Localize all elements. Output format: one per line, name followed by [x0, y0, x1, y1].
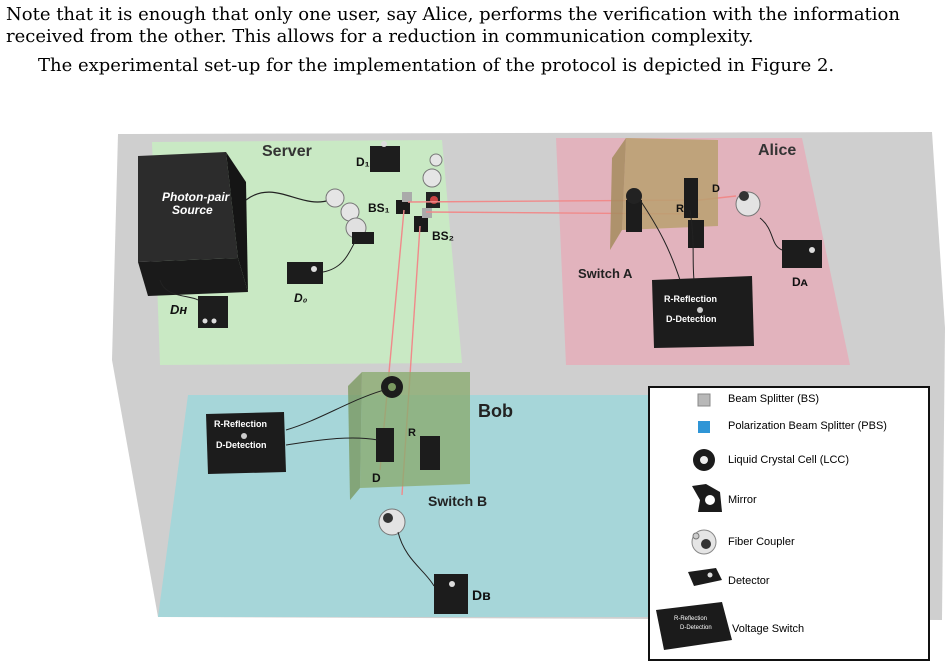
- polarization-beam-splitter-icon: [698, 421, 710, 433]
- bob-switch-cable-2: [285, 437, 379, 446]
- alice-label: Alice: [758, 142, 796, 159]
- server-detector-d1: D₁: [356, 141, 400, 172]
- photon-pair-source: Photon-pair Source: [138, 152, 248, 296]
- beam-splitter-bs2: BS₂: [414, 208, 454, 243]
- da-label: Dᴀ: [792, 275, 809, 289]
- dh-fiber: [159, 279, 199, 301]
- switch-b-label: Switch B: [428, 493, 487, 509]
- alice-switch-line2: D-Detection: [666, 314, 717, 324]
- switch-a-label: Switch A: [578, 266, 633, 281]
- legend-label-voltage-switch: Voltage Switch: [732, 623, 805, 635]
- legend-switch-line2: D-Detection: [680, 625, 712, 631]
- dh-label: Dʜ: [170, 302, 187, 317]
- legend-label-lcc: Liquid Crystal Cell (LCC): [728, 454, 850, 466]
- bob-r-label: R: [408, 427, 416, 439]
- legend-switch-line1: R-Reflection: [674, 616, 707, 622]
- bs1-label: BS₁: [368, 201, 390, 215]
- db-label: Dʙ: [472, 587, 491, 603]
- bob-detector-db: Dʙ: [434, 574, 491, 614]
- legend-icons: R-Reflection D-Detection: [656, 393, 732, 650]
- server-detector-d0: D₀: [287, 262, 323, 305]
- alice-r-label: R: [676, 203, 684, 215]
- source-label-line1: Photon-pair: [162, 190, 231, 204]
- beam-splitter-bs1: BS₁: [368, 192, 412, 215]
- legend-label-mirror: Mirror: [728, 494, 757, 506]
- legend-label-fiber-coupler: Fiber Coupler: [728, 536, 795, 548]
- d1-label: D₁: [356, 155, 370, 169]
- alice-d-arrow-label: D: [712, 183, 720, 195]
- legend-label-detector: Detector: [728, 575, 770, 587]
- paragraph-line-2: received from the other. This allows for…: [6, 26, 754, 47]
- alice-switch-cable-1: [639, 199, 681, 281]
- legend-label-pbs: Polarization Beam Splitter (PBS): [728, 420, 887, 432]
- alice-components: D R: [626, 178, 761, 248]
- alice-switch-line1: R-Reflection: [664, 294, 717, 304]
- bob-d-arrow-label: D: [372, 471, 381, 485]
- db-fiber: [397, 531, 435, 587]
- d0-fiber: [322, 239, 357, 273]
- alice-detector-da: Dᴀ: [782, 240, 822, 289]
- server-label: Server: [262, 143, 312, 160]
- bob-label: Bob: [478, 401, 513, 421]
- liquid-crystal-cell-icon: [693, 449, 715, 471]
- bob-components: D R: [372, 376, 440, 536]
- beam-splitter-icon: [697, 393, 711, 407]
- server-mirror: [426, 192, 440, 208]
- d0-label: D₀: [294, 291, 308, 305]
- detector-icon: [688, 568, 722, 586]
- fiber-coupler-icon: [691, 529, 717, 555]
- server-fiber-couplers: [325, 153, 443, 244]
- da-fiber: [759, 217, 783, 251]
- bs2-label: BS₂: [432, 229, 454, 243]
- mirror-icon: [692, 484, 722, 512]
- paragraph-line-3: The experimental set-up for the implemen…: [38, 55, 835, 76]
- voltage-switch-icon: R-Reflection D-Detection: [656, 602, 732, 650]
- bob-switch-line2: D-Detection: [216, 440, 267, 450]
- bob-switch-cable-1: [285, 389, 385, 431]
- bob-voltage-switch: R-Reflection D-Detection: [206, 412, 286, 474]
- alice-switch-cable-2: [689, 209, 695, 281]
- source-label-line2: Source: [172, 203, 213, 217]
- figure-legend: R-Reflection D-Detection Beam Splitter (…: [648, 386, 930, 661]
- paragraph-line-1: Note that it is enough that only one use…: [6, 4, 900, 25]
- alice-voltage-switch: R-Reflection D-Detection: [652, 276, 754, 348]
- legend-label-bs: Beam Splitter (BS): [728, 393, 820, 405]
- server-detector-dh: Dʜ: [170, 296, 228, 328]
- source-fiber: [245, 191, 331, 203]
- experimental-setup-figure: Server Alice Bob Photon-pair Source D₁ B…: [112, 132, 945, 620]
- bob-switch-line1: R-Reflection: [214, 419, 267, 429]
